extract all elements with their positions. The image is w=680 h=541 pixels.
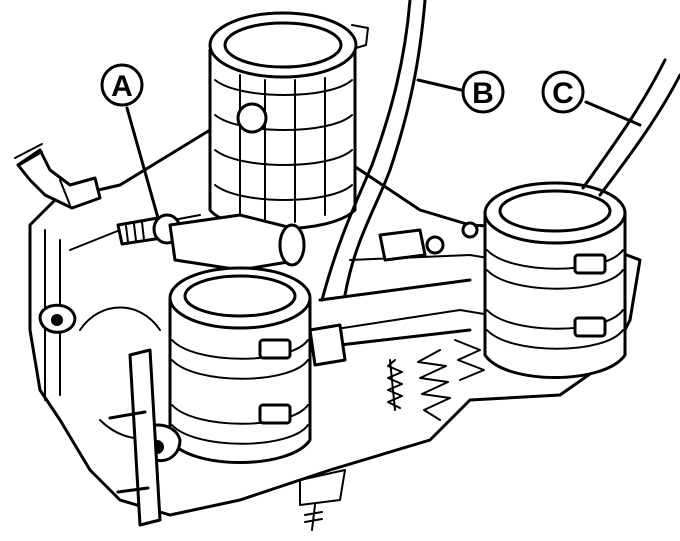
hose-c [581,58,680,197]
callout-c-label: C [552,77,574,110]
callout-a-label: A [111,70,133,103]
carburetor-right [483,181,627,379]
callout-a-leader [125,106,160,220]
mounting-bracket [38,303,162,527]
breather-pipe [14,143,102,210]
intake-hose [168,213,306,272]
carburetor-left [138,266,312,464]
callout-b: B [416,70,505,114]
throttle-linkage [299,221,485,531]
callout-c-circle [541,70,585,114]
callout-c: C [541,70,642,127]
callout-a-circle [100,63,144,107]
callout-c-leader [584,100,642,127]
callout-b-leader [416,78,463,92]
air-filter-mesh [208,11,369,231]
callout-b-label: B [472,77,494,110]
callout-b-circle [461,70,505,114]
callout-a: A [100,63,160,220]
hose-b [320,0,427,302]
